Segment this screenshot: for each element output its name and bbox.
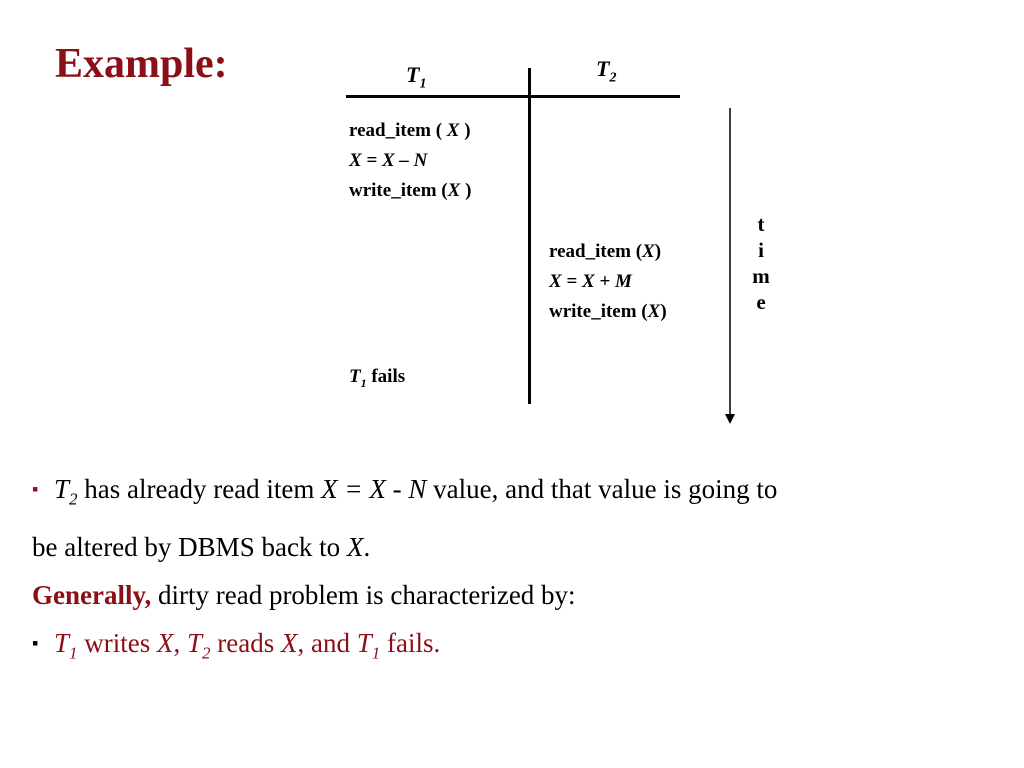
t2-operations: read_item (X) X = X + M write_item (X) [549,237,667,327]
time-letter: e [756,290,766,314]
bullet-icon: ▪ [32,633,39,654]
explanation-line-2: be altered by DBMS back to X. [32,532,371,563]
t1-header: T1 [406,62,427,92]
t1-fails-label: T1 fails [349,366,406,390]
t1-op-read: read_item ( X ) [349,120,471,141]
t1-op-compute: X = X – N [349,150,428,171]
slide-title: Example: [55,41,228,87]
time-arrow [725,108,735,424]
explanation-line-3: Generally, dirty read problem is charact… [32,580,576,611]
time-letter: t [757,212,765,236]
t2-op-read: read_item (X) [549,241,662,262]
time-label: t i m e [751,211,771,315]
t2-op-write: write_item (X) [549,301,667,322]
t2-header: T2 [596,56,617,86]
bullet-icon: ▪ [32,479,39,499]
explanation-line-4: ▪T1 writes X, T2 reads X, and T1 fails. [32,619,992,677]
table-column-divider [528,68,531,404]
t1-op-write: write_item (X ) [349,180,472,201]
explanation-line-1: ▪T2 has already read item X = X - N valu… [32,465,992,523]
t2-op-compute: X = X + M [549,271,632,292]
explanation-block: ▪T2 has already read item X = X - N valu… [32,465,992,678]
time-letter: m [752,264,770,288]
time-letter: i [758,238,764,262]
t1-operations: read_item ( X ) X = X – N write_item (X … [349,116,471,206]
table-header-rule [346,95,680,98]
